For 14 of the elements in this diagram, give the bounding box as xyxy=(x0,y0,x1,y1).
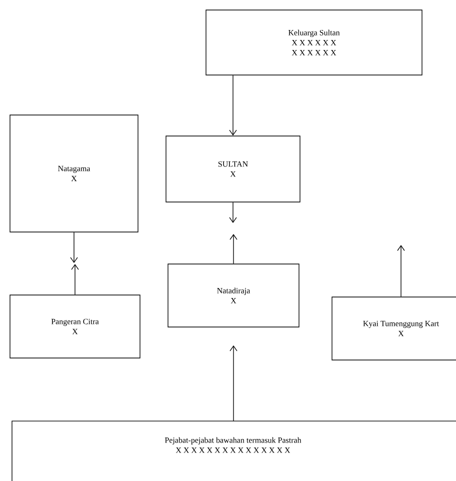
arrow xyxy=(229,75,237,136)
box: Pejabat-pejabat bawahan termasuk Pastrah X X X X X X X X X X X X X X X xyxy=(12,420,456,481)
box: SULTAN X xyxy=(166,136,300,202)
arrow xyxy=(71,264,79,295)
box: Natadiraja X xyxy=(168,264,300,328)
box: Natagama X xyxy=(10,114,138,232)
box: Keluarga Sultan X X X X X X X X X X X X xyxy=(206,10,422,76)
box: Kyai Tumenggung Kart X xyxy=(332,296,456,360)
arrow xyxy=(70,232,78,263)
arrow xyxy=(397,245,405,297)
box: Pangeran Citra X xyxy=(10,294,140,358)
arrow xyxy=(229,202,237,223)
arrow xyxy=(230,345,238,422)
arrow xyxy=(230,234,238,264)
